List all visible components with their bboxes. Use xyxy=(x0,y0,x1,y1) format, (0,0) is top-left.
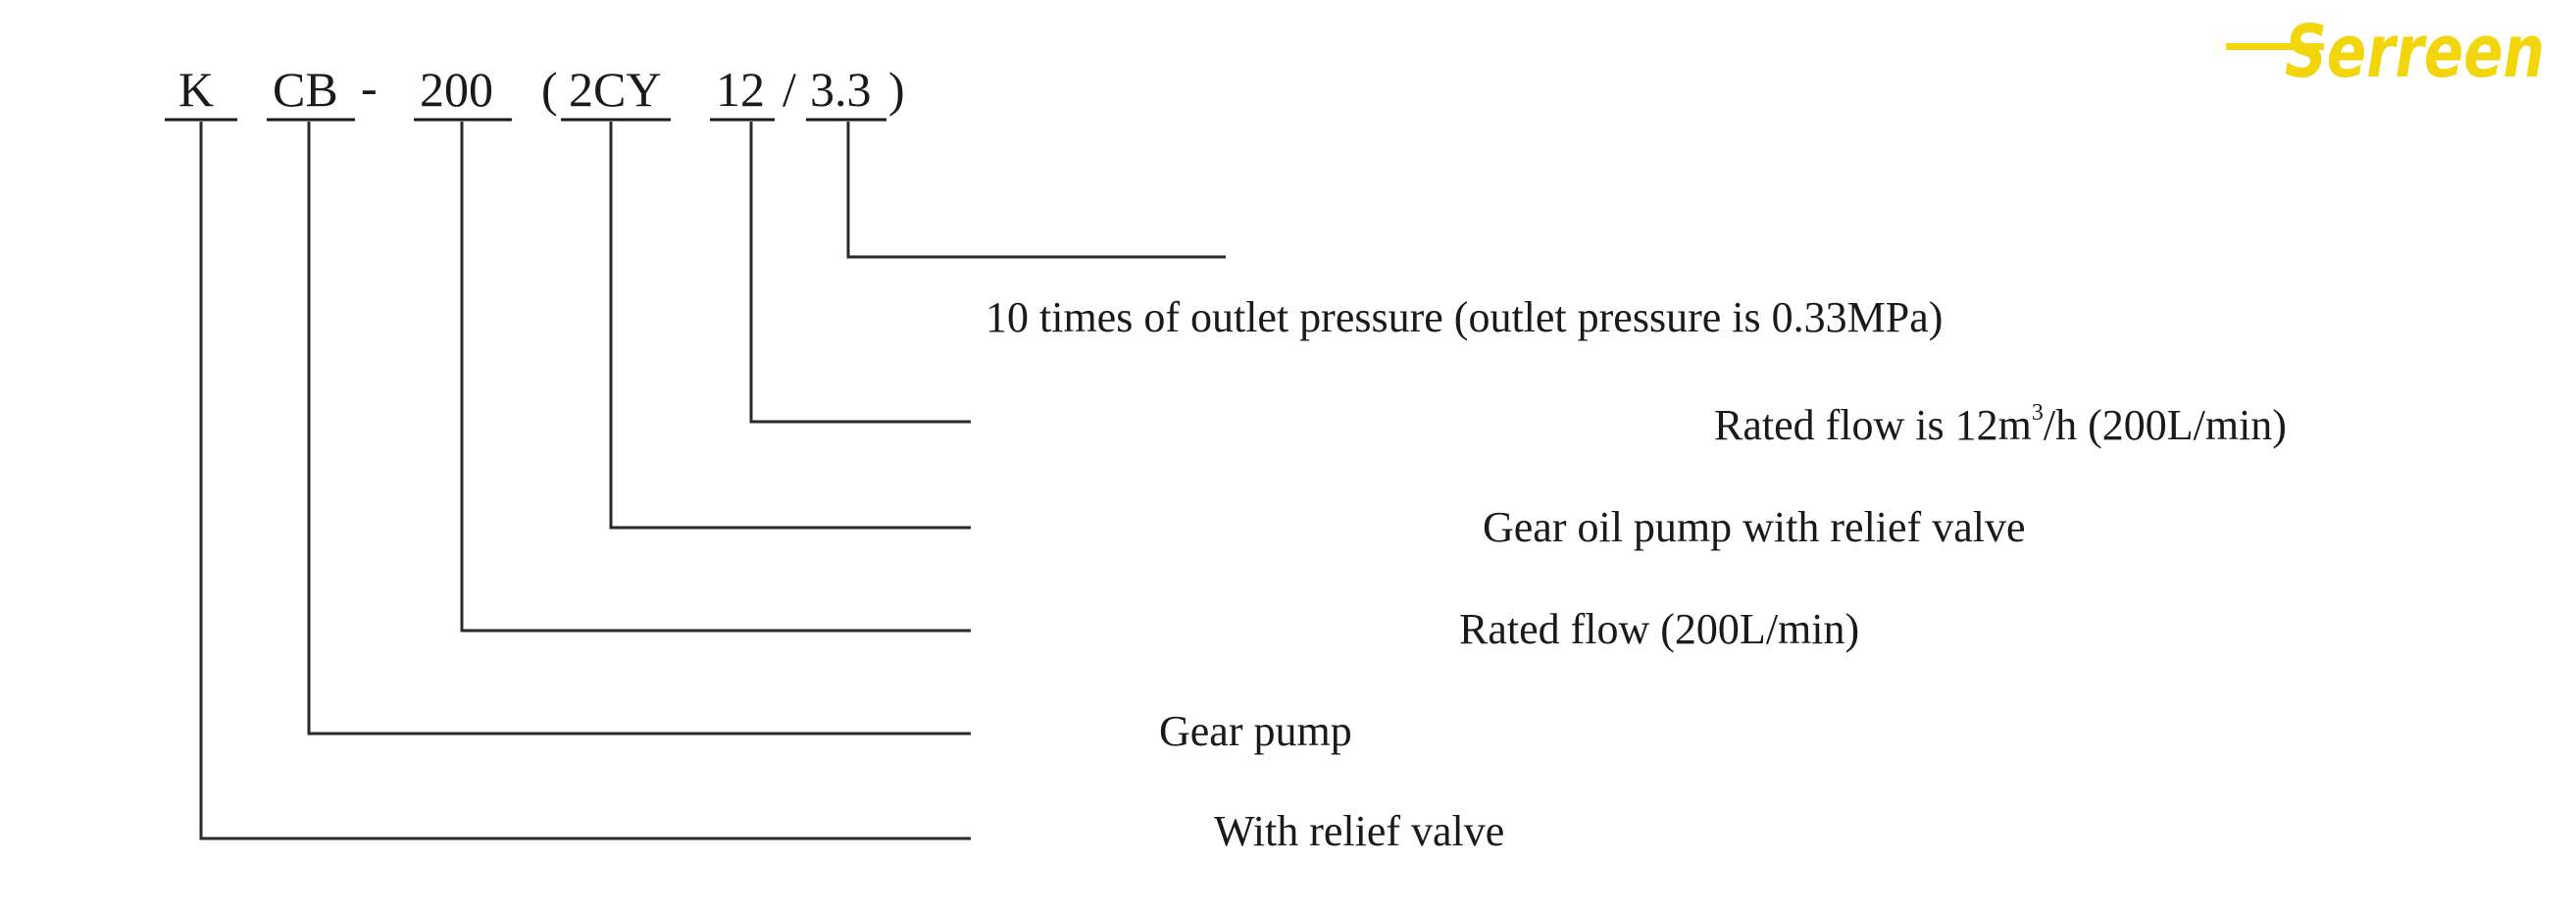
desc-gear-pump: Gear pump xyxy=(1159,707,1352,755)
desc-pressure: 10 times of outlet pressure (outlet pres… xyxy=(985,293,1943,341)
code-segment-slash: / xyxy=(783,62,796,117)
code-segment-paren-close: ) xyxy=(888,62,905,117)
code-segment-paren-open: ( xyxy=(541,62,558,117)
desc-rated-flow-sup: 3 xyxy=(2032,400,2044,426)
code-segment-cb: CB xyxy=(273,62,338,117)
logo-text: Serreen xyxy=(2285,10,2545,94)
leader-gear-oil-pump xyxy=(609,122,971,530)
leader-pressure xyxy=(846,122,1226,259)
model-code: K CB - 200 ( 2CY 12 / 3.3 ) xyxy=(165,60,905,122)
leader-relief-valve xyxy=(199,122,971,840)
leader-rated-flow-m3h xyxy=(749,122,971,424)
code-segment-rated: 12 xyxy=(716,62,765,117)
desc-gear-oil-pump: Gear oil pump with relief valve xyxy=(1483,503,2025,551)
desc-rated-flow-m3h: Rated flow is 12m3/h (200L/min) xyxy=(1714,400,2287,449)
code-segment-flow: 200 xyxy=(420,62,493,117)
desc-relief-valve: With relief valve xyxy=(1214,807,1504,855)
leader-rated-flow xyxy=(460,122,971,633)
leader-gear-pump xyxy=(307,122,971,736)
code-segment-k: K xyxy=(178,62,214,117)
code-segment-type: 2CY xyxy=(569,62,661,117)
desc-rated-flow-main: Rated flow is 12m xyxy=(1714,401,2032,449)
desc-rated-flow-tail: /h (200L/min) xyxy=(2044,401,2287,449)
logo-stripe xyxy=(2226,43,2324,50)
code-segment-dash: - xyxy=(361,60,378,115)
descriptions: 10 times of outlet pressure (outlet pres… xyxy=(985,293,2287,855)
desc-rated-flow: Rated flow (200L/min) xyxy=(1459,605,1859,653)
leader-lines xyxy=(199,122,1226,840)
brand-logo: Serreen xyxy=(2226,10,2545,94)
code-segment-pressure: 3.3 xyxy=(810,62,872,117)
